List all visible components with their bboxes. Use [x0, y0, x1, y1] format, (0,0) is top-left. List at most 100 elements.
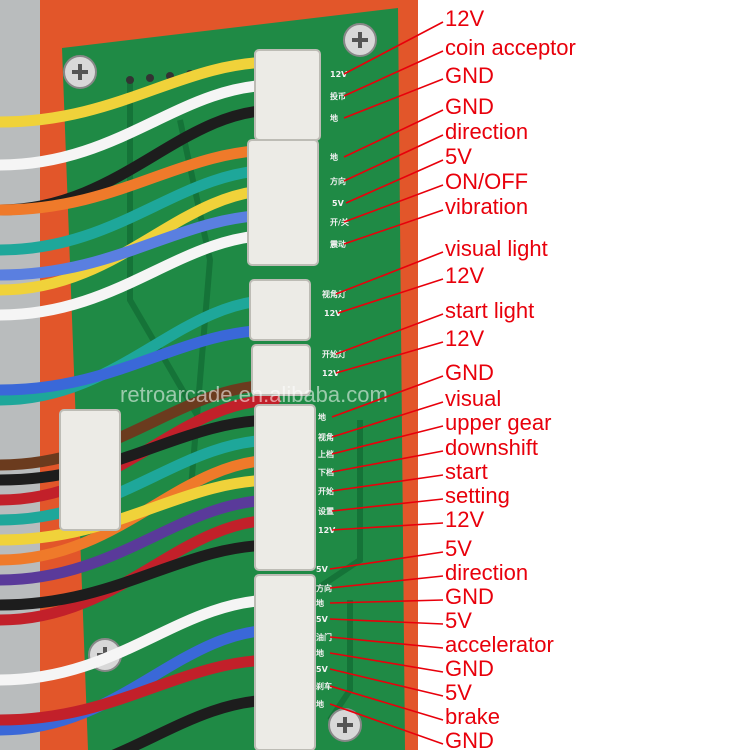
silkscreen-label: 5V	[316, 665, 329, 674]
callout-label: visual	[445, 386, 501, 411]
silkscreen-label: 下档	[318, 467, 334, 477]
wire	[0, 294, 281, 406]
leader-line	[343, 134, 444, 182]
wire	[0, 624, 281, 736]
wire-connector	[249, 279, 311, 341]
leader-line	[331, 474, 444, 492]
wire	[0, 56, 281, 128]
wire	[0, 79, 281, 171]
screw-icon	[328, 708, 362, 742]
leader-line	[343, 21, 444, 75]
silkscreen-label: 开始	[318, 486, 334, 496]
leader-line	[345, 159, 444, 204]
silkscreen-label: 刹车	[316, 681, 332, 691]
wire-connector	[254, 574, 316, 750]
wire	[111, 694, 281, 750]
callout-label: GND	[445, 728, 494, 750]
silkscreen-label: 开始灯	[322, 349, 346, 359]
leader-line	[329, 652, 444, 673]
leader-line	[331, 522, 444, 531]
wire	[0, 434, 281, 526]
silkscreen-label: 上档	[318, 449, 334, 459]
leader-line	[335, 251, 444, 295]
screw-icon	[343, 23, 377, 57]
leader-line	[337, 278, 444, 314]
callout-label: accelerator	[445, 632, 554, 657]
callout-label: GND	[445, 94, 494, 119]
screw-icon	[63, 55, 97, 89]
wire	[0, 654, 281, 726]
leader-line	[331, 450, 444, 473]
wire	[0, 144, 281, 216]
leader-line	[331, 425, 444, 455]
leader-line	[335, 341, 444, 374]
wire	[0, 229, 281, 321]
callout-label: 12V	[445, 6, 484, 31]
wire-connector	[59, 409, 121, 531]
callout-label: 5V	[445, 680, 472, 705]
connectors	[59, 49, 321, 750]
silkscreen-label: 开/关	[330, 217, 349, 227]
silkscreen-label: 5V	[316, 565, 329, 574]
leader-line	[329, 685, 444, 721]
silkscreen-label: 地	[316, 648, 324, 658]
silkscreen-label: 地	[330, 152, 338, 162]
callout-label: brake	[445, 704, 500, 729]
callout-label: 12V	[445, 507, 484, 532]
wire	[0, 164, 281, 256]
silkscreen-label: 震动	[329, 239, 346, 249]
silkscreen-label: 地	[318, 412, 326, 422]
leader-line	[343, 109, 444, 158]
pin-header	[146, 74, 154, 82]
leader-line	[343, 50, 444, 97]
silkscreen-label: 投币	[330, 91, 346, 101]
leader-line	[331, 401, 444, 438]
silkscreen-label: 方向	[316, 583, 332, 593]
leader-line	[343, 78, 444, 119]
silkscreen-label: 12V	[324, 309, 342, 318]
wire-connector	[247, 139, 319, 266]
pin-header	[126, 76, 134, 84]
callout-label: 5V	[445, 608, 472, 633]
callout-label: setting	[445, 483, 510, 508]
callout-label: GND	[445, 656, 494, 681]
wire	[0, 209, 281, 281]
callout-label: start	[445, 459, 488, 484]
silkscreen-label: 视角灯	[322, 289, 346, 299]
wire	[0, 324, 281, 396]
leader-line	[331, 375, 444, 418]
callout-label: ON/OFF	[445, 169, 528, 194]
leader-line	[329, 551, 444, 570]
silkscreen-label: 方向	[330, 176, 346, 186]
callout-label: direction	[445, 560, 528, 585]
pcb-trace	[327, 600, 353, 722]
callout-label: visual light	[445, 236, 548, 261]
silkscreen-label: 地	[316, 598, 324, 608]
leader-line	[329, 668, 444, 697]
leader-line	[329, 599, 444, 604]
leader-lines	[329, 21, 444, 745]
silkscreen-label: 设置	[318, 506, 334, 516]
leader-line	[329, 703, 444, 745]
silkscreen-label: 视角	[318, 432, 334, 442]
callout-label: GND	[445, 360, 494, 385]
callout-label: 12V	[445, 263, 484, 288]
silkscreen-label: 5V	[316, 615, 329, 624]
callout-label: 5V	[445, 536, 472, 561]
callout-label: GND	[445, 584, 494, 609]
wire	[0, 379, 281, 471]
wire-connector	[254, 49, 321, 141]
wire-bundle	[0, 56, 281, 750]
wire-connector	[251, 344, 311, 396]
callout-label: coin acceptor	[445, 35, 576, 60]
callout-label: start light	[445, 298, 534, 323]
leader-line	[329, 618, 444, 625]
callout-label: direction	[445, 119, 528, 144]
leader-line	[335, 313, 444, 355]
pcb-trace	[127, 80, 203, 422]
leader-line	[329, 636, 444, 649]
wire	[0, 474, 281, 546]
watermark: retroarcade.en.alibaba.com	[120, 382, 388, 407]
